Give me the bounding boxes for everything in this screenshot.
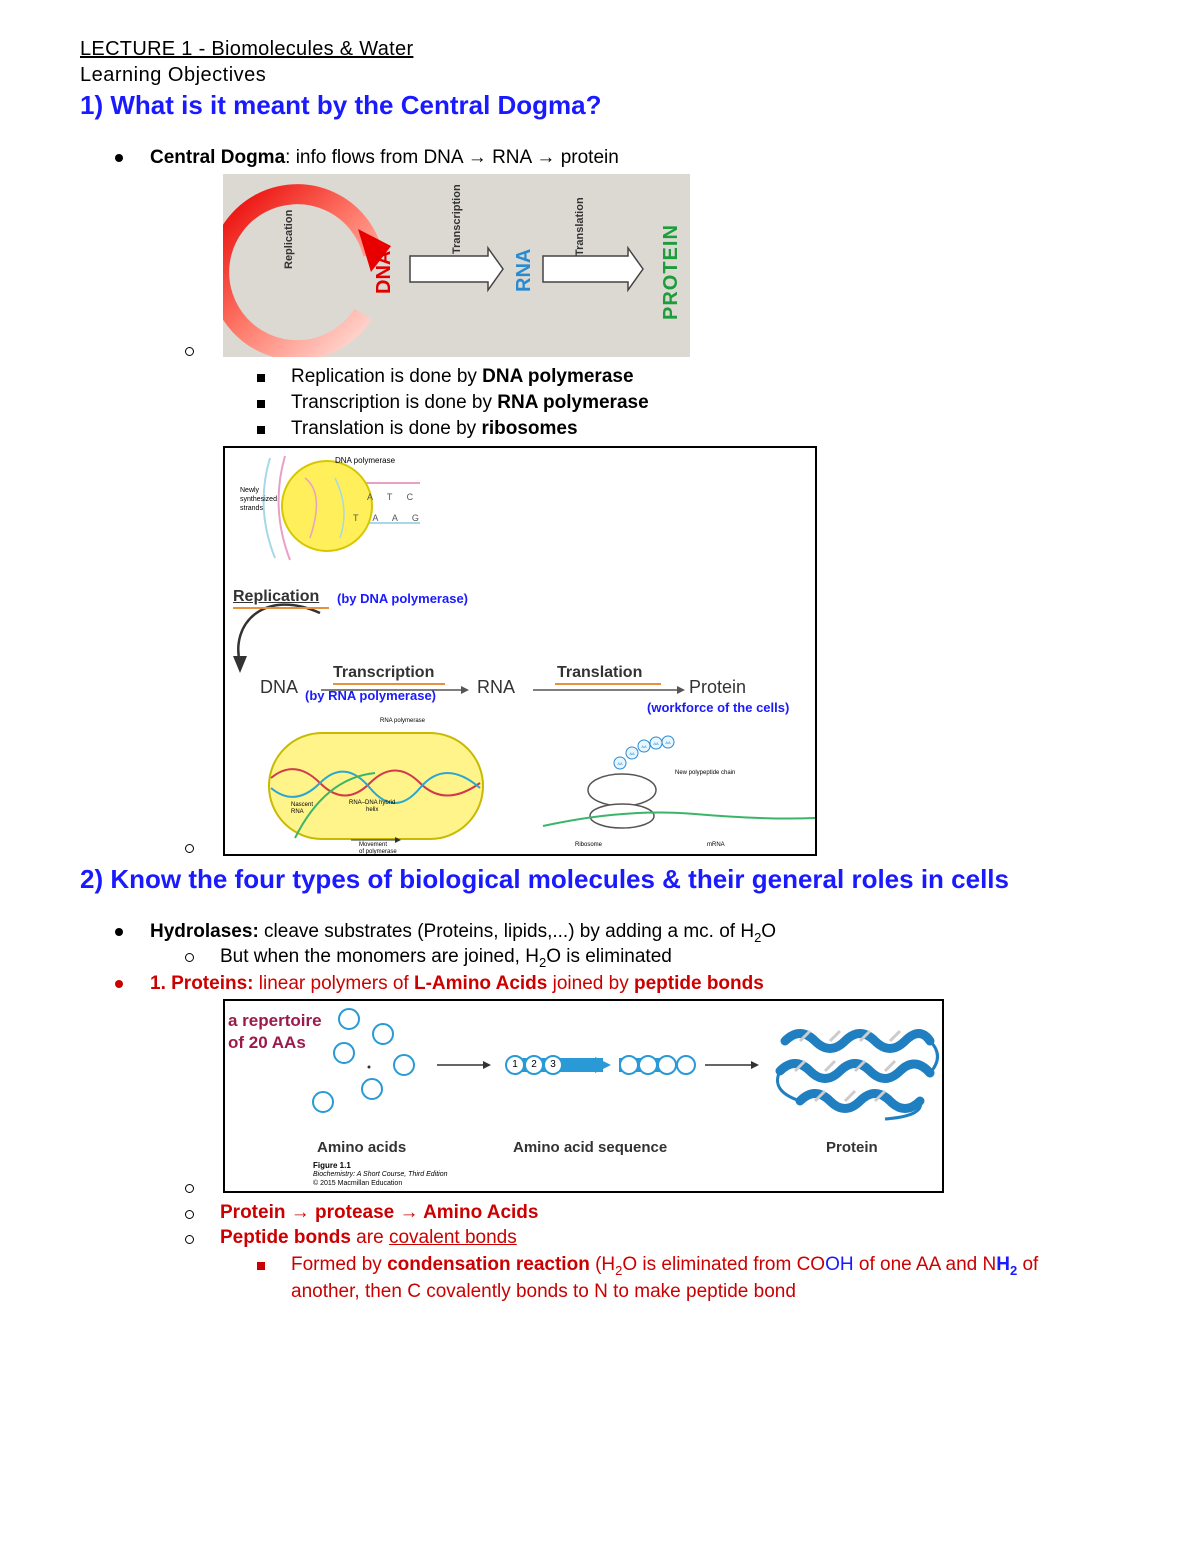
fig2-protein-label: Protein <box>689 677 747 697</box>
section2-heading: 2) Know the four types of biological mol… <box>80 864 1009 894</box>
fig2-by-dna-polymerase: (by DNA polymerase) <box>337 591 468 606</box>
fig2-ribosome-label: Ribosome <box>575 842 603 848</box>
aa-bead-label: AA <box>665 740 671 745</box>
fig1-replication-label: Replication <box>283 209 295 269</box>
aa-bead-label: AA <box>629 751 635 756</box>
mrna-strand <box>542 811 815 827</box>
replication-loop-arrow <box>223 184 383 357</box>
protease-line: Protein → protease → Amino Acids <box>220 1202 539 1223</box>
bullet-circle <box>185 1184 194 1193</box>
bullet-circle <box>185 1210 194 1219</box>
fig2-rna-label: RNA <box>477 677 516 697</box>
fig2-bases-bottom: T A A G <box>353 513 425 523</box>
fig1-protein-label: PROTEIN <box>660 224 682 320</box>
fig3-protein-label: Protein <box>826 1139 878 1156</box>
transcription-arrow <box>409 245 504 293</box>
central-dogma-term: Central Dogma <box>150 147 286 168</box>
translation-item: Translation is done by ribosomes <box>291 418 578 439</box>
aa-bead-label: AA <box>617 761 623 766</box>
fig2-new-chain-label: New polypeptide chain <box>675 770 736 776</box>
fig1-transcription-label: Transcription <box>451 184 463 254</box>
ribosome-large-subunit <box>587 773 657 807</box>
aa-number-1: 1 <box>512 1059 518 1070</box>
fig2-dna-label: DNA <box>260 677 299 697</box>
central-dogma-def: : info flows from DNA → RNA → protein <box>285 147 619 168</box>
protein-diagram <box>312 1008 939 1121</box>
central-dogma-line: Central Dogma: info flows from DNA → RNA… <box>150 146 619 170</box>
lecture-title: LECTURE 1 - Biomolecules & Water <box>80 38 414 60</box>
fig2-replication-label: Replication <box>233 588 320 605</box>
bullet-dot-red <box>115 980 123 988</box>
peptide-bonds-line: Peptide bonds are covalent bonds <box>220 1227 517 1248</box>
fig2-bases-top: A T C <box>367 492 420 502</box>
fig2-replication-loop <box>237 603 321 664</box>
learning-objectives-label: Learning Objectives <box>80 64 267 86</box>
bullet-square-red <box>257 1262 265 1270</box>
fig3-amino-acids-label: Amino acids <box>317 1139 407 1156</box>
bullet-square <box>257 400 265 408</box>
fig3-source-1: Biochemistry: A Short Course, Third Edit… <box>313 1171 448 1178</box>
fig2-translation-label: Translation <box>557 664 643 681</box>
bullet-circle <box>185 347 194 356</box>
fig2-transcription-label: Transcription <box>333 664 435 681</box>
replication-item: Replication is done by DNA polymerase <box>291 366 634 387</box>
fig3-sequence-label: Amino acid sequence <box>513 1139 668 1156</box>
bullet-square <box>257 426 265 434</box>
section1-heading: 1) What is it meant by the Central Dogma… <box>80 90 602 120</box>
bullet-circle <box>185 844 194 853</box>
bullet-dot <box>115 928 123 936</box>
translation-arrow <box>542 245 644 293</box>
rna-polymerase-bubble <box>268 732 484 840</box>
fig3-source-2: © 2015 Macmillan Education <box>313 1180 403 1187</box>
aa-bead-label: AA <box>641 744 647 749</box>
fig2-mrna-label: mRNA <box>707 842 725 848</box>
fig1-translation-label: Translation <box>574 197 586 256</box>
hydrolases-line: Hydrolases: cleave substrates (Proteins,… <box>150 921 777 945</box>
fig2-dna-polymerase-label: DNA polymerase <box>335 456 396 465</box>
bullet-circle <box>185 1235 194 1244</box>
aa-bead-label: AA <box>653 741 659 746</box>
bullet-dot <box>115 154 123 162</box>
monomers-line: But when the monomers are joined, H2O is… <box>220 946 672 970</box>
proteins-line: 1. Proteins: linear polymers of L-Amino … <box>150 973 764 994</box>
fig1-dna-label: DNA <box>373 250 395 294</box>
transcription-item: Transcription is done by RNA polymerase <box>291 392 649 413</box>
fig3-figure-label: Figure 1.1 <box>313 1161 351 1170</box>
aa-number-3: 3 <box>550 1059 556 1070</box>
condensation-line-2: another, then C covalently bonds to N to… <box>291 1281 796 1302</box>
fig2-by-rna-polymerase: (by RNA polymerase) <box>305 688 436 703</box>
aa-number-2: 2 <box>531 1059 537 1070</box>
central-dogma-diagram <box>223 184 644 357</box>
fig2-workforce-label: (workforce of the cells) <box>647 700 790 715</box>
replication-arrowhead <box>358 229 391 272</box>
bullet-circle <box>185 953 194 962</box>
fig2-rna-polymerase-label: RNA polymerase <box>380 718 426 724</box>
processes-diagram: AA AA AA AA AA <box>233 455 815 843</box>
fig1-rna-label: RNA <box>513 248 535 292</box>
ribosome-small-subunit <box>589 803 655 829</box>
dna-polymerase-blob <box>281 460 373 552</box>
central-dogma-figure: Replication DNA Transcription RNA Transl… <box>223 174 690 357</box>
bullet-square <box>257 374 265 382</box>
condensation-line: Formed by condensation reaction (H2O is … <box>291 1254 1039 1278</box>
